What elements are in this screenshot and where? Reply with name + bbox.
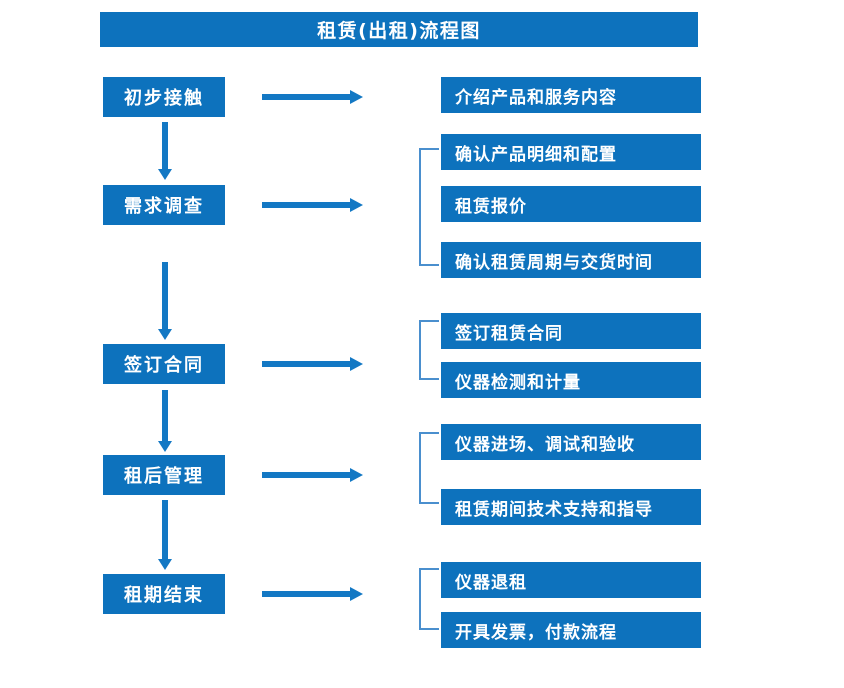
horizontal-arrow-2 <box>262 196 363 214</box>
arrow-head-icon <box>350 587 363 601</box>
detail-box-instrument-return[interactable]: 仪器退租 <box>441 562 701 598</box>
arrow-shaft <box>162 262 168 329</box>
detail-box-confirm-rental-period[interactable]: 确认租赁周期与交货时间 <box>441 242 701 278</box>
detail-box-instrument-onsite-commissioning[interactable]: 仪器进场、调试和验收 <box>441 424 701 460</box>
arrow-head-icon <box>350 90 363 104</box>
arrow-head-icon <box>158 169 172 180</box>
detail-box-instrument-inspection[interactable]: 仪器检测和计量 <box>441 362 701 398</box>
horizontal-arrow-1 <box>262 88 363 106</box>
arrow-head-icon <box>158 441 172 452</box>
arrow-head-icon <box>350 198 363 212</box>
arrow-shaft <box>262 202 352 208</box>
arrow-head-icon <box>350 357 363 371</box>
stage-box-rental-end[interactable]: 租期结束 <box>103 574 225 614</box>
stage-box-needs-survey[interactable]: 需求调查 <box>103 185 225 225</box>
bracket-connector-sign-contract <box>419 320 439 380</box>
arrow-shaft <box>162 122 168 169</box>
vertical-arrow-3 <box>158 390 172 452</box>
vertical-arrow-1 <box>158 122 172 180</box>
horizontal-arrow-3 <box>262 355 363 373</box>
detail-box-technical-support[interactable]: 租赁期间技术支持和指导 <box>441 489 701 525</box>
detail-box-confirm-product-details[interactable]: 确认产品明细和配置 <box>441 134 701 170</box>
vertical-arrow-4 <box>158 500 172 570</box>
vertical-arrow-2 <box>158 262 172 340</box>
diagram-title: 租赁(出租)流程图 <box>100 12 698 47</box>
detail-box-rental-quotation[interactable]: 租赁报价 <box>441 186 701 222</box>
arrow-shaft <box>262 591 352 597</box>
stage-box-sign-contract[interactable]: 签订合同 <box>103 344 225 384</box>
arrow-head-icon <box>158 329 172 340</box>
horizontal-arrow-4 <box>262 466 363 484</box>
arrow-shaft <box>262 361 352 367</box>
arrow-head-icon <box>350 468 363 482</box>
bracket-connector-needs-survey <box>419 148 439 266</box>
detail-box-introduce-products[interactable]: 介绍产品和服务内容 <box>441 77 701 113</box>
arrow-shaft <box>162 390 168 441</box>
arrow-shaft <box>162 500 168 559</box>
arrow-shaft <box>262 94 352 100</box>
arrow-shaft <box>262 472 352 478</box>
stage-box-post-rental-management[interactable]: 租后管理 <box>103 455 225 495</box>
detail-box-sign-rental-contract[interactable]: 签订租赁合同 <box>441 313 701 349</box>
arrow-head-icon <box>158 559 172 570</box>
detail-box-invoice-payment[interactable]: 开具发票，付款流程 <box>441 612 701 648</box>
bracket-connector-rental-end <box>419 568 439 630</box>
bracket-connector-post-rental <box>419 432 439 504</box>
horizontal-arrow-5 <box>262 585 363 603</box>
stage-box-initial-contact[interactable]: 初步接触 <box>103 77 225 117</box>
